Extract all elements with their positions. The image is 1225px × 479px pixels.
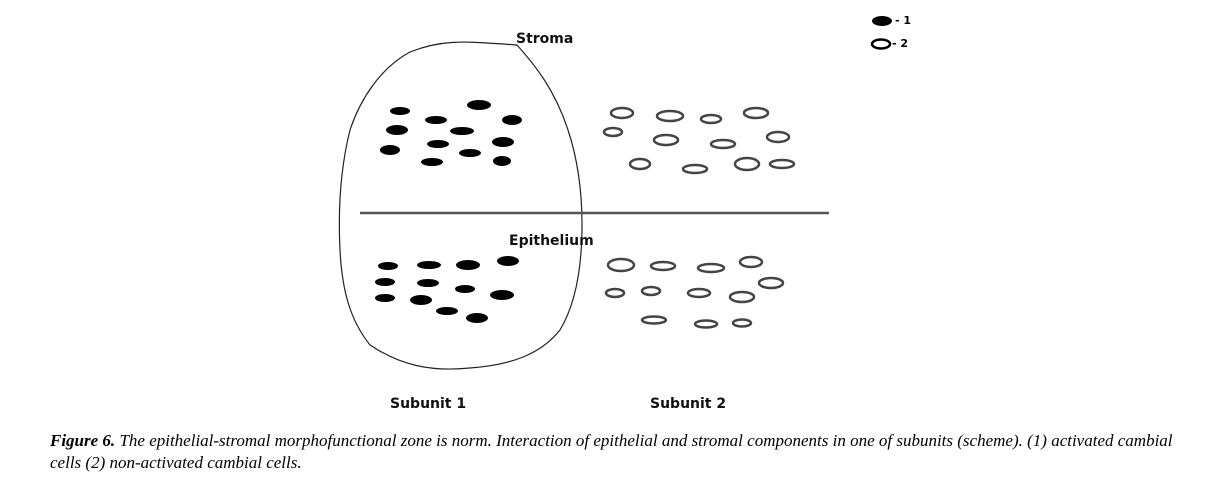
caption-prefix: Figure 6. (50, 431, 116, 450)
activated-cells-stroma (380, 100, 522, 166)
subunit1-label: Subunit 1 (390, 396, 467, 412)
subunit2-label: Subunit 2 (650, 396, 727, 412)
stroma-label: Stroma (516, 31, 574, 47)
activated-cells-epithelium (375, 256, 519, 323)
legend-label-2: - 2 (892, 37, 909, 50)
legend-label-1: - 1 (895, 14, 912, 27)
legend-filled-ellipse-icon (872, 16, 892, 26)
non-activated-cells-stroma (602, 106, 796, 175)
epithelium-label: Epithelium (509, 233, 594, 249)
non-activated-cells-epithelium (604, 255, 785, 329)
figure-caption: Figure 6. The epithelial-stromal morphof… (50, 430, 1200, 474)
subunit1-boundary (338, 41, 583, 370)
legend-open-ellipse-icon (870, 38, 892, 50)
caption-text: The epithelial-stromal morphofunctional … (50, 431, 1173, 472)
